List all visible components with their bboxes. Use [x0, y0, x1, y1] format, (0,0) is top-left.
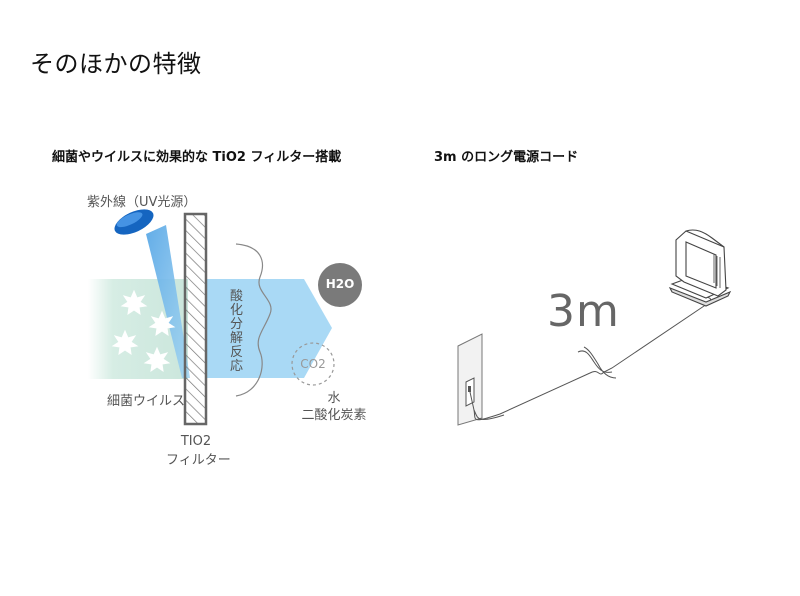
germs-label: 細菌ウイルス: [107, 394, 186, 409]
h2o-text: H2O: [325, 277, 355, 291]
reaction-brace: [235, 243, 272, 397]
filter-label: TIO2 フィルター: [166, 432, 231, 470]
output-label: 水 二酸化炭素: [292, 390, 376, 424]
power-cord-heading: 3m のロング電源コード: [434, 150, 579, 165]
uv-light-label: 紫外線（UV光源）: [87, 195, 197, 210]
output-label-line2: 二酸化炭素: [301, 408, 367, 423]
uv-beam: [146, 225, 190, 378]
reaction-label: 酸化分解反応: [230, 289, 244, 374]
filter-label-line1: TIO2: [180, 434, 212, 449]
clean-air-arrow: [206, 279, 332, 378]
cord-length-label: 3m: [547, 286, 620, 337]
h2o-badge: [318, 263, 362, 307]
co2-badge: [291, 342, 335, 386]
co2-text: CO2: [300, 357, 326, 371]
tio2-filter-heading: 細菌やウイルスに効果的な TiO2 フィルター搭載: [52, 150, 342, 165]
page-title: そのほかの特徴: [30, 50, 202, 78]
filter-label-line2: フィルター: [166, 453, 231, 468]
cord-break-mark: [577, 346, 617, 379]
air-purifier-device-icon: [668, 229, 732, 307]
uv-lamp-icon: [114, 209, 154, 235]
virus-icon: [111, 289, 176, 373]
output-label-line1: 水: [327, 391, 341, 406]
